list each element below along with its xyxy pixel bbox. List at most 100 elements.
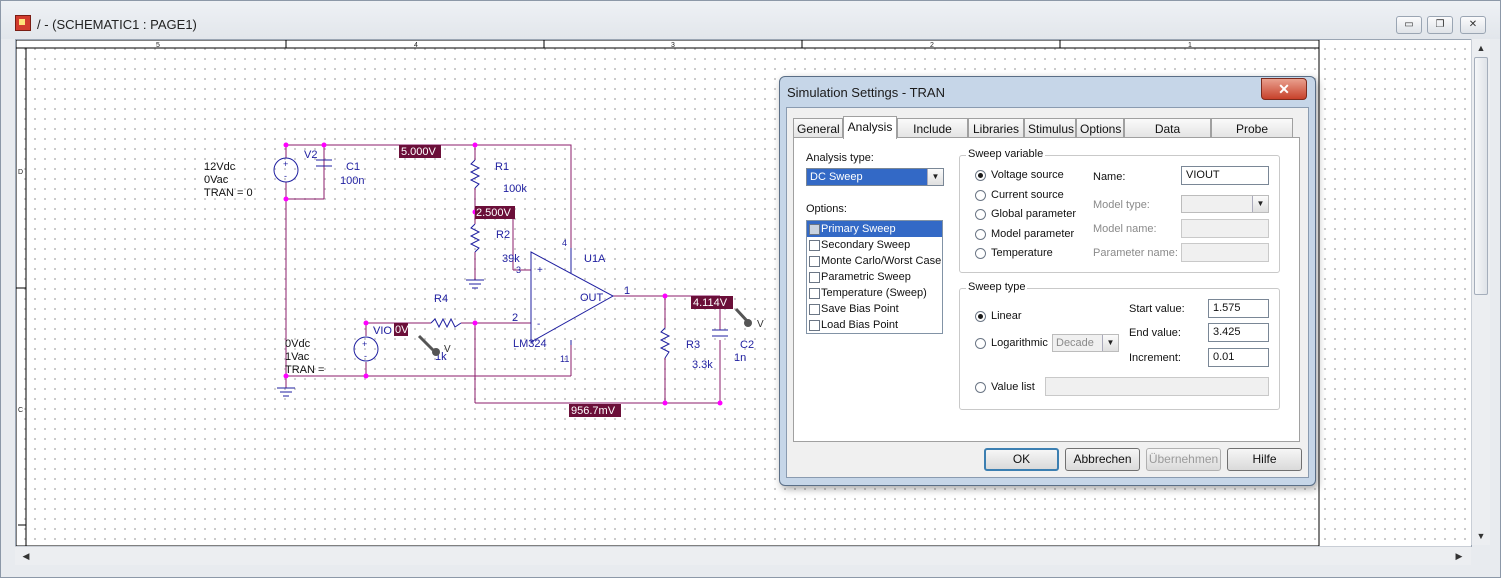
radio-temperature[interactable]: [975, 248, 986, 259]
analysis-type-value: DC Sweep: [810, 171, 863, 183]
scroll-right-arrow[interactable]: ▶: [1455, 551, 1463, 561]
voltage-top: 5.000V: [401, 146, 437, 158]
dialog-close-button[interactable]: ✕: [1261, 78, 1307, 100]
vout-probe-label: V: [757, 319, 764, 330]
analysis-type-select[interactable]: DC Sweep ▼: [806, 168, 944, 186]
model-name-input[interactable]: [1181, 219, 1269, 238]
sweep-type-title: Sweep type: [966, 281, 1028, 293]
sweep-name-input[interactable]: VIOUT: [1181, 166, 1269, 185]
ruler-label-c: C: [18, 407, 23, 414]
option-secondary-sweep[interactable]: Secondary Sweep: [807, 237, 942, 253]
option-label: Secondary Sweep: [821, 239, 911, 251]
horizontal-scrollbar[interactable]: ◀ ▶: [15, 546, 1471, 565]
scroll-up-arrow[interactable]: ▲: [1476, 43, 1486, 53]
tab-include-files[interactable]: Include Files: [897, 118, 968, 156]
parameter-name-input[interactable]: [1181, 243, 1269, 262]
tab-probe-window[interactable]: Probe Window: [1211, 118, 1293, 156]
options-list[interactable]: Primary Sweep Secondary Sweep Monte Carl…: [806, 220, 943, 334]
u1-pin-minus: 2: [512, 312, 518, 324]
option-save-bias-point[interactable]: Save Bias Point: [807, 301, 942, 317]
value-list-input[interactable]: [1045, 377, 1269, 396]
model-parameter-label: Model parameter: [991, 228, 1075, 240]
vio-minus-sign: -: [364, 351, 367, 361]
cancel-button[interactable]: Abbrechen: [1065, 448, 1140, 471]
checkbox-icon[interactable]: [809, 320, 820, 331]
current-source-label: Current source: [991, 189, 1064, 201]
sweep-variable-title: Sweep variable: [966, 148, 1046, 160]
option-parametric-sweep[interactable]: Parametric Sweep: [807, 269, 942, 285]
vio-param-2: 1Vac: [285, 351, 310, 363]
tab-libraries[interactable]: Libraries: [968, 118, 1024, 138]
log-type-value: Decade: [1056, 337, 1094, 349]
vio-probe-label: V: [444, 344, 451, 355]
start-value-input[interactable]: 1.575: [1208, 299, 1269, 318]
r1-label: R1: [495, 161, 509, 173]
model-name-label: Model name:: [1093, 223, 1157, 235]
c2-label: C2: [740, 339, 754, 351]
ruler-label-2: 2: [930, 42, 934, 49]
tab-analysis[interactable]: Analysis: [843, 116, 897, 139]
scroll-down-arrow[interactable]: ▼: [1476, 531, 1486, 541]
radio-voltage-source[interactable]: [975, 170, 986, 181]
voltage-probes: V V: [417, 307, 764, 356]
opamp-symbol: [530, 251, 615, 343]
option-primary-sweep[interactable]: Primary Sweep: [807, 221, 942, 237]
checkbox-icon[interactable]: [809, 256, 820, 267]
close-window-button[interactable]: ✕: [1460, 16, 1486, 34]
scroll-left-arrow[interactable]: ◀: [22, 551, 30, 561]
checkbox-icon[interactable]: [809, 240, 820, 251]
vertical-scrollbar[interactable]: ▲ ▼: [1471, 39, 1490, 545]
tab-data-collection[interactable]: Data Collection: [1124, 118, 1211, 156]
v2-plus-sign: +: [283, 159, 288, 169]
radio-global-parameter[interactable]: [975, 209, 986, 220]
checkbox-icon[interactable]: [809, 304, 820, 315]
voltage-source-label: Voltage source: [991, 169, 1064, 181]
ruler-label-5: 5: [156, 42, 160, 49]
schematic-drawing: 5 4 3 2 1 D C: [16, 40, 1320, 546]
voltage-vio: 0V: [395, 324, 409, 336]
minimize-button[interactable]: ▭: [1396, 16, 1422, 34]
tab-general[interactable]: General: [793, 118, 843, 138]
radio-value-list[interactable]: [975, 382, 986, 393]
radio-linear[interactable]: [975, 311, 986, 322]
option-label: Save Bias Point: [821, 303, 899, 315]
option-temperature-sweep[interactable]: Temperature (Sweep): [807, 285, 942, 301]
checkbox-icon[interactable]: [809, 224, 820, 235]
increment-input[interactable]: 0.01: [1208, 348, 1269, 367]
model-type-select[interactable]: ▼: [1181, 195, 1269, 213]
title-bar: / - (SCHEMATIC1 : PAGE1) ▭ ❐ ✕: [1, 1, 1500, 39]
r1-symbol: [469, 159, 481, 189]
radio-logarithmic[interactable]: [975, 338, 986, 349]
checkbox-icon[interactable]: [809, 272, 820, 283]
u1-pin-plus: 3: [516, 265, 521, 275]
logarithmic-label: Logarithmic: [991, 337, 1048, 349]
option-label: Parametric Sweep: [821, 271, 911, 283]
help-button[interactable]: Hilfe: [1227, 448, 1302, 471]
apply-button[interactable]: Übernehmen: [1146, 448, 1221, 471]
ok-button[interactable]: OK: [984, 448, 1059, 471]
log-type-select[interactable]: Decade ▼: [1052, 334, 1119, 352]
dropdown-arrow-icon: ▼: [1252, 196, 1268, 212]
tab-options[interactable]: Options: [1076, 118, 1124, 138]
radio-current-source[interactable]: [975, 190, 986, 201]
restore-button[interactable]: ❐: [1427, 16, 1453, 34]
vertical-scroll-thumb[interactable]: [1474, 57, 1488, 295]
radio-model-parameter[interactable]: [975, 229, 986, 240]
option-load-bias-point[interactable]: Load Bias Point: [807, 317, 942, 333]
u1-out-label: OUT: [580, 292, 604, 304]
components: [273, 157, 728, 362]
option-monte-carlo[interactable]: Monte Carlo/Worst Case: [807, 253, 942, 269]
sweep-type-group: Sweep type Linear Logarithmic Decade ▼ V…: [959, 281, 1280, 410]
tab-stimulus[interactable]: Stimulus: [1024, 118, 1076, 138]
u1-pin-vminus: 11: [560, 354, 569, 364]
vio-label: VIO: [373, 325, 392, 337]
component-labels: + - + - V2 C1 100n R1 100k R2 39k U1A OU…: [283, 149, 754, 371]
c1-label: C1: [346, 161, 360, 173]
source-params: 12Vdc 0Vac TRAN = 0 0Vdc 1Vac TRAN =: [204, 161, 324, 376]
ruler-label-d: D: [18, 169, 23, 176]
end-value-input[interactable]: 3.425: [1208, 323, 1269, 342]
analysis-type-label: Analysis type:: [806, 152, 874, 164]
option-label: Temperature (Sweep): [821, 287, 927, 299]
checkbox-icon[interactable]: [809, 288, 820, 299]
